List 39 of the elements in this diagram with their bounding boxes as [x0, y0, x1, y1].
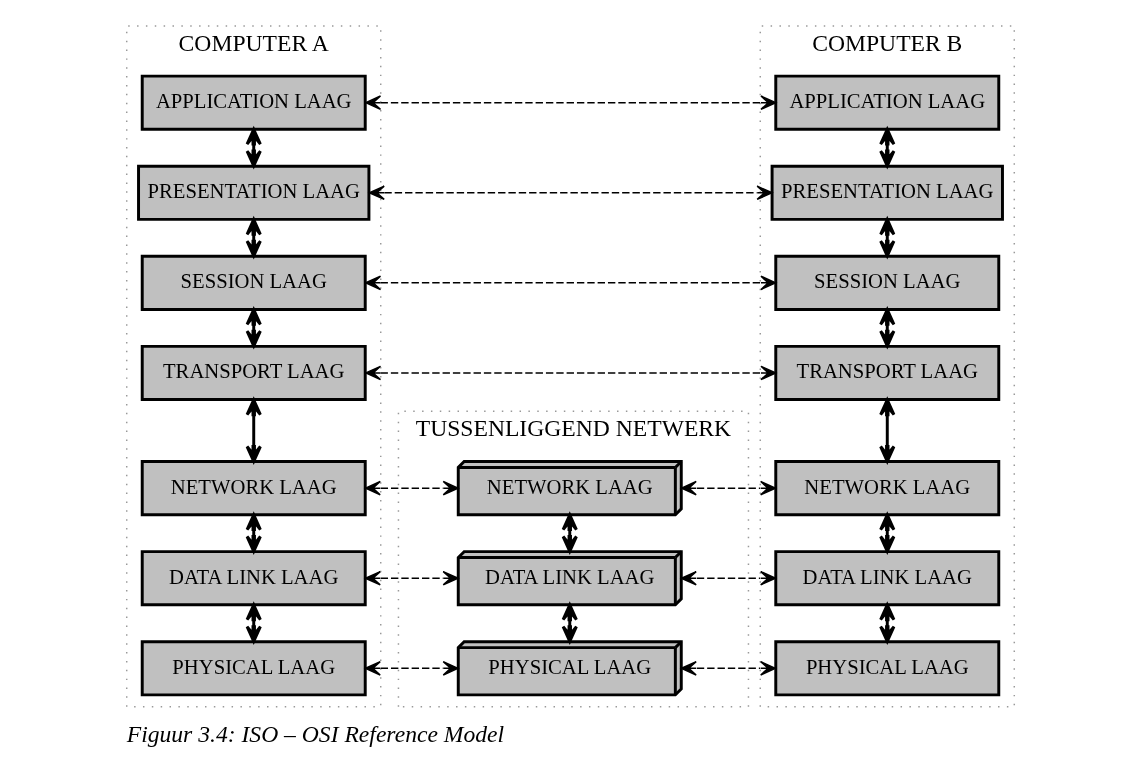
arrow [879, 127, 896, 168]
arrow [245, 603, 262, 643]
arrow [368, 185, 773, 201]
arrow [879, 513, 896, 553]
arrow [364, 660, 459, 676]
node-box: PHYSICAL LAAG [140, 640, 367, 697]
arrow [561, 513, 578, 553]
node-box: DATA LINK LAAG [774, 550, 1001, 607]
node-box: TRANSPORT LAAG [140, 344, 367, 401]
arrow [561, 603, 578, 643]
arrow [245, 398, 262, 463]
node-box: APPLICATION LAAG [774, 74, 1001, 131]
arrow [364, 365, 777, 381]
node-box: SESSION LAAG [774, 254, 1001, 311]
node-box: NETWORK LAAG [140, 460, 367, 517]
arrow [364, 95, 777, 111]
arrow [879, 218, 896, 258]
caption: Figuur 3.4: ISO – OSI Reference Model [126, 720, 505, 747]
arrow [680, 480, 777, 496]
arrow [364, 480, 459, 496]
arrow [245, 218, 262, 258]
node-box: APPLICATION LAAG [140, 74, 367, 131]
arrow [879, 603, 896, 643]
arrow [364, 275, 777, 291]
arrow [364, 570, 459, 586]
node-box: NETWORK LAAG [774, 460, 1001, 517]
arrow [879, 398, 896, 463]
node-box: TRANSPORT LAAG [774, 344, 1001, 401]
arrow [680, 660, 777, 676]
node-box: DATA LINK LAAG [140, 550, 367, 607]
arrow [680, 570, 777, 586]
arrow [245, 513, 262, 553]
node-box: PRESENTATION LAAG [137, 164, 371, 221]
arrow [245, 127, 262, 168]
arrow [245, 308, 262, 348]
node-box: SESSION LAAG [140, 254, 367, 311]
node-box: PHYSICAL LAAG [774, 640, 1001, 697]
node-box: PRESENTATION LAAG [770, 164, 1004, 221]
arrow [879, 308, 896, 348]
